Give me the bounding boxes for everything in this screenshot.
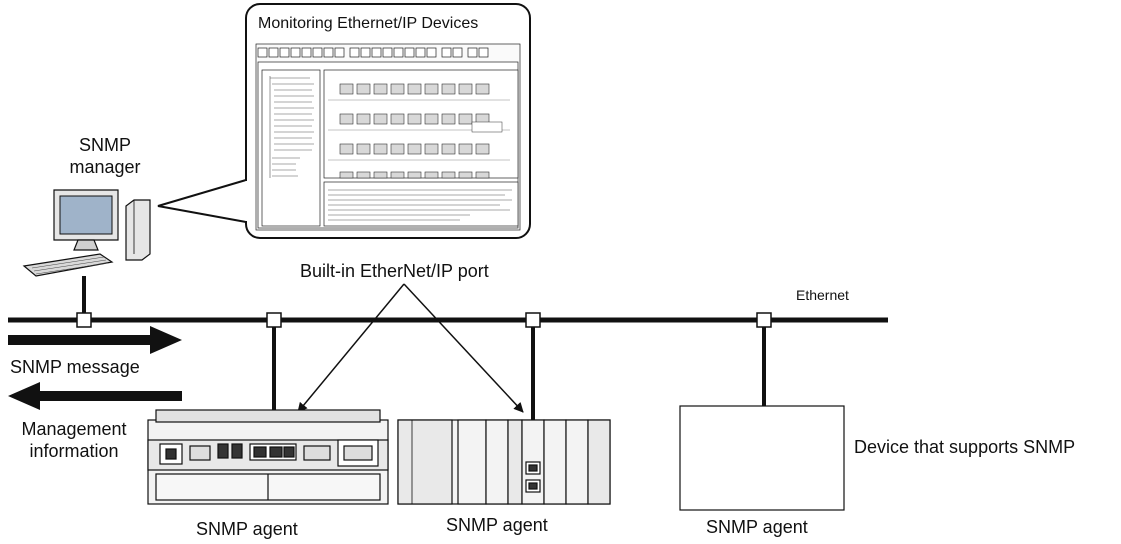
agent-label-3: SNMP agent bbox=[706, 517, 808, 537]
device-description: Device that supports SNMP bbox=[854, 437, 1076, 457]
snmp-message-arrow bbox=[8, 326, 182, 354]
port-label: Built-in EtherNet/IP port bbox=[300, 261, 489, 281]
plc-device bbox=[397, 419, 611, 505]
generic-snmp-device bbox=[679, 405, 845, 511]
management-info-label: Management information bbox=[21, 419, 127, 461]
pc-icon bbox=[22, 189, 151, 277]
monitor-panel-title: Monitoring Ethernet/IP Devices bbox=[258, 15, 479, 32]
agent-label-2: SNMP agent bbox=[446, 515, 548, 535]
network-taps bbox=[76, 312, 772, 328]
port-pointer-arrows bbox=[297, 283, 524, 413]
manager-label: SNMP manager bbox=[69, 135, 141, 177]
agent-label-1: SNMP agent bbox=[196, 519, 298, 539]
snmp-message-label: SNMP message bbox=[10, 357, 140, 377]
toolbar-icons bbox=[257, 47, 489, 58]
management-info-arrow bbox=[8, 382, 182, 410]
monitoring-screenshot bbox=[255, 43, 521, 231]
controller-device bbox=[147, 409, 389, 505]
ethernet-label: Ethernet bbox=[796, 287, 849, 303]
